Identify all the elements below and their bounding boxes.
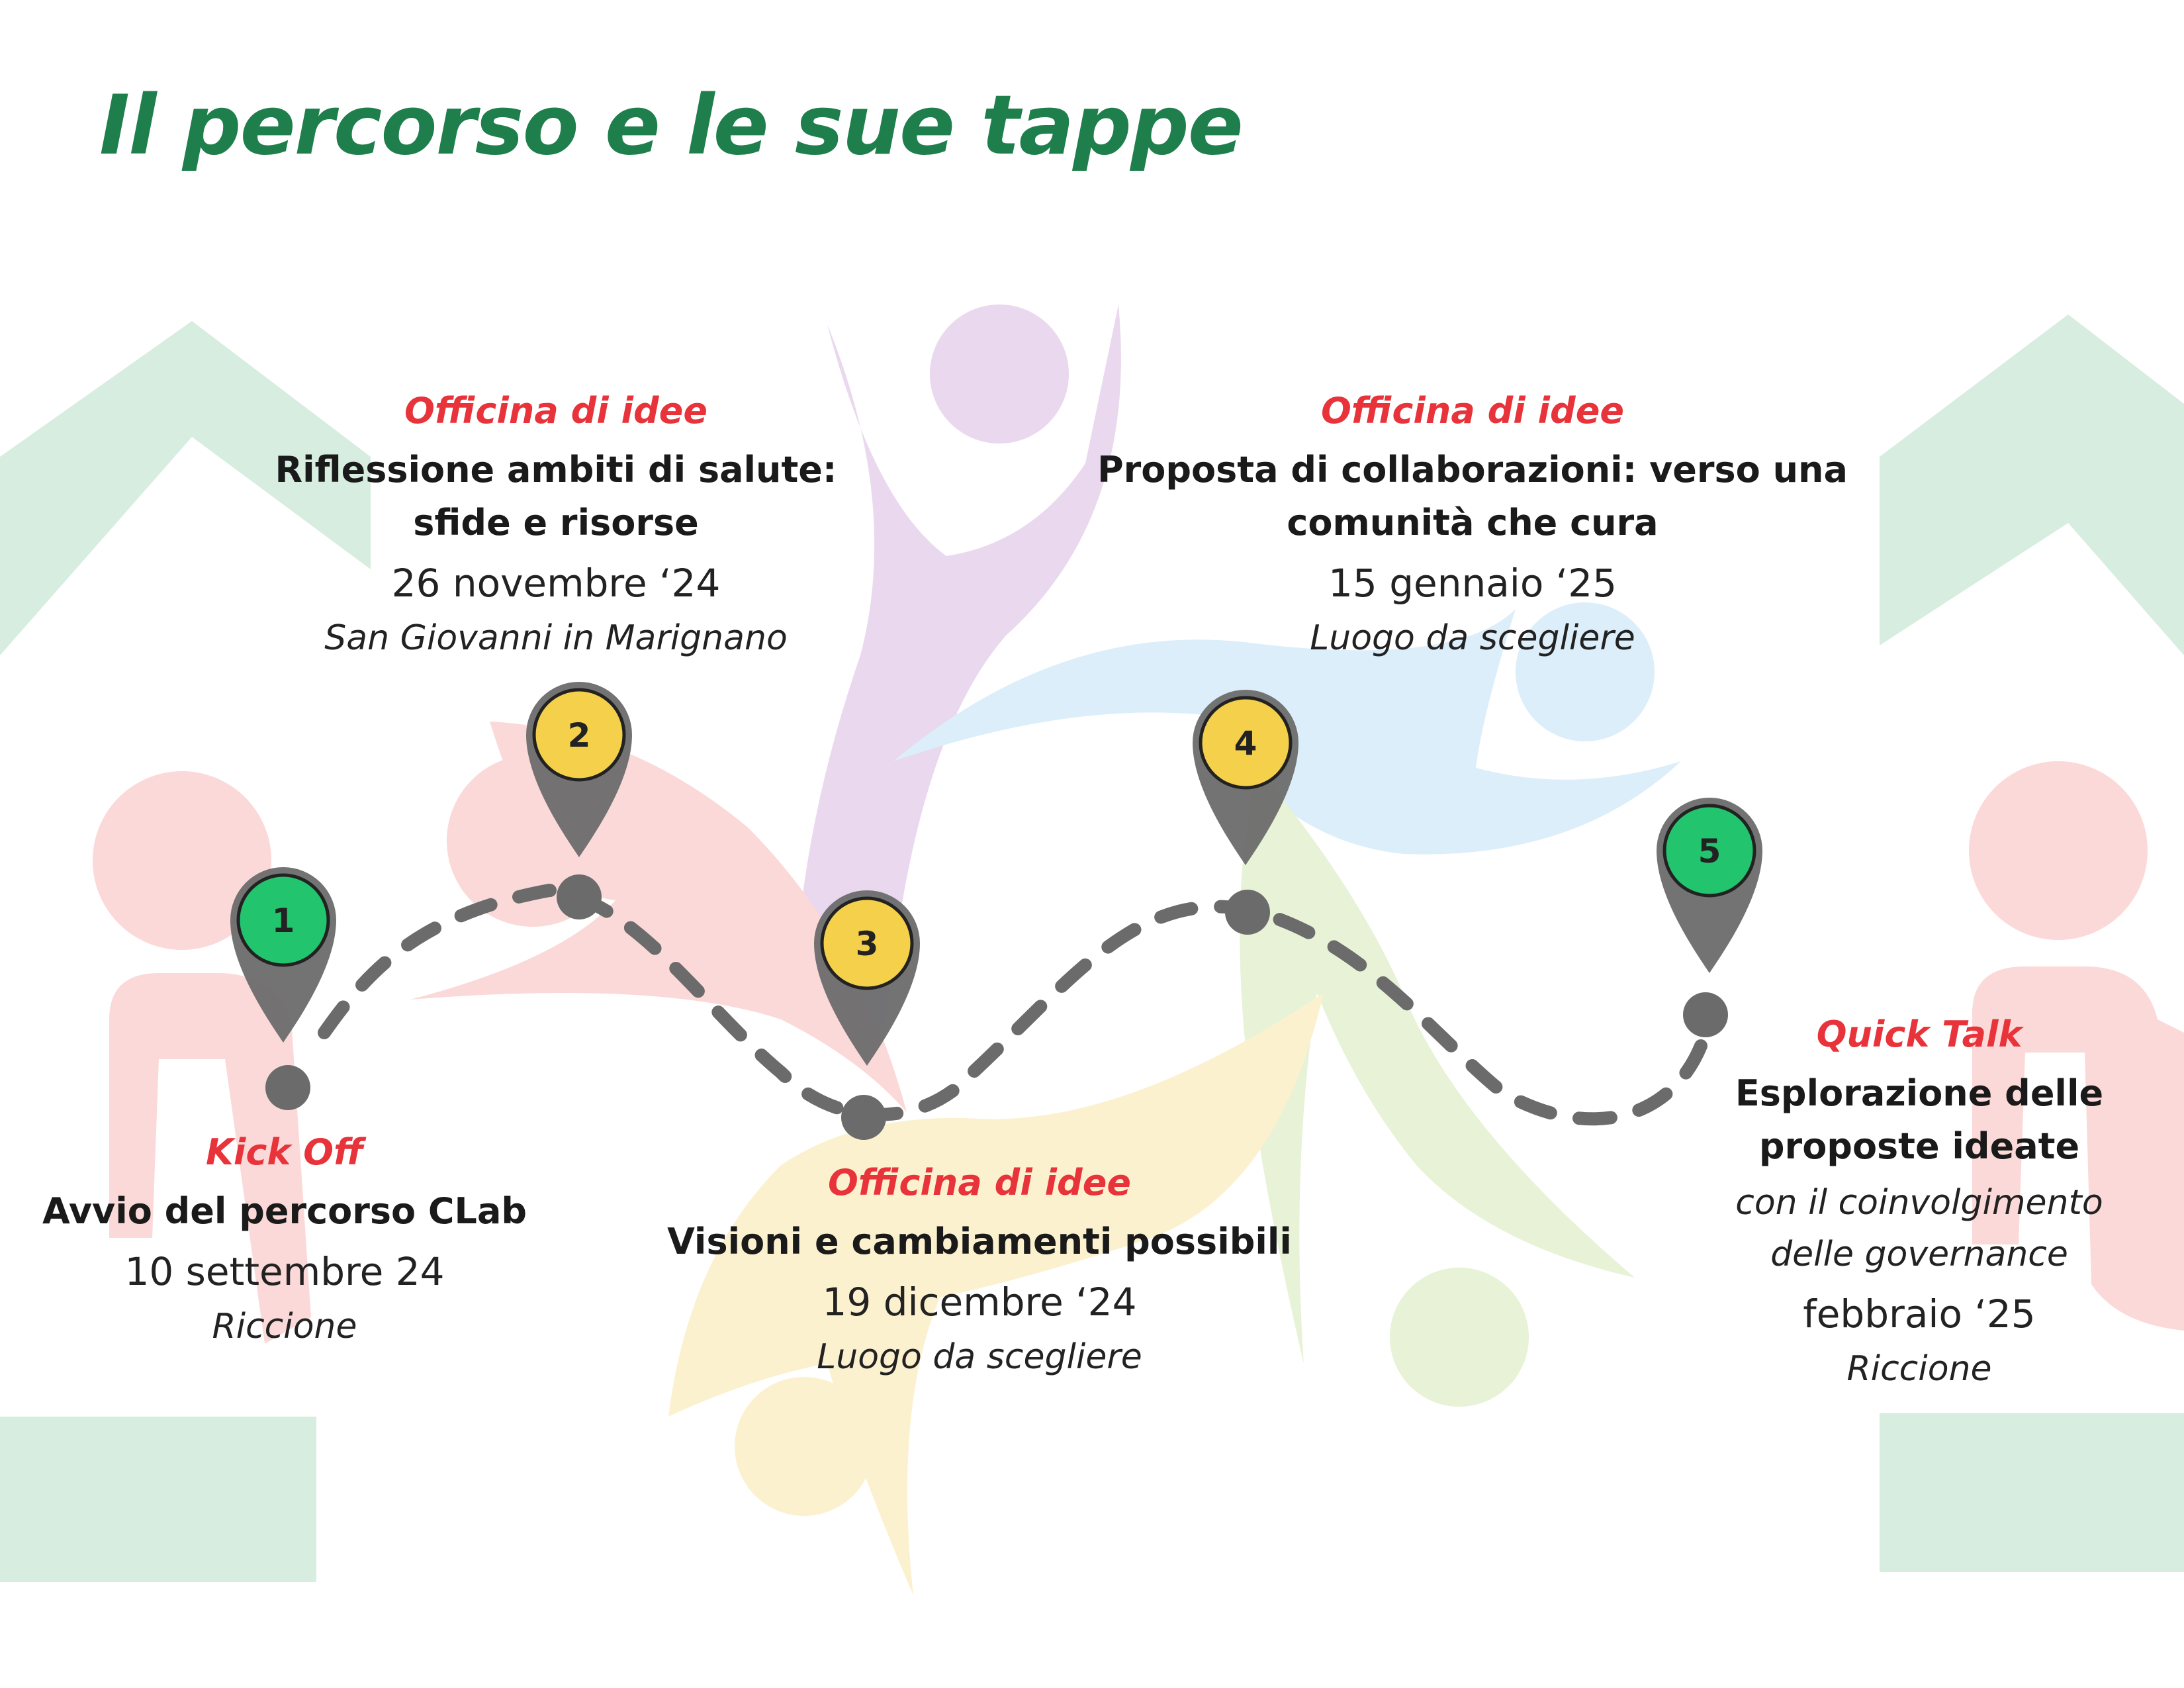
stage-2-info: Officina di idee Riflessione ambiti di s… xyxy=(225,390,887,658)
community-logo xyxy=(410,305,1681,1595)
bottom-right-block xyxy=(1880,1413,2184,1572)
stage-1-marker xyxy=(236,873,330,967)
stage-3-info: Officina di idee Visioni e cambiamenti p… xyxy=(582,1162,1377,1377)
stage-2-date: 26 novembre ‘24 xyxy=(391,561,721,606)
stage-4-info: Officina di idee Proposta di collaborazi… xyxy=(1059,390,1886,658)
stage-1-date: 10 settembre 24 xyxy=(124,1249,445,1294)
stage-4-name: Proposta di collaborazioni: verso una co… xyxy=(1097,449,1848,543)
stage-3-tag: Officina di idee xyxy=(828,1162,1131,1203)
stage-3-anchor-dot xyxy=(841,1095,886,1140)
stage-3-marker xyxy=(820,896,914,990)
stage-3-number: 3 xyxy=(856,925,879,963)
stage-4-number: 4 xyxy=(1234,724,1257,763)
stage-3-place: Luogo da scegliere xyxy=(817,1337,1142,1377)
stage-2-marker xyxy=(532,688,626,782)
stage-1-info: Kick Off Avvio del percorso CLab 10 sett… xyxy=(0,1135,569,1344)
stage-3-pin: 3 xyxy=(814,890,920,1140)
stage-2-pin: 2 xyxy=(526,682,632,919)
stage-1-number: 1 xyxy=(272,902,295,940)
stage-5-note: con il coinvolgimento delle governance xyxy=(1735,1183,2103,1274)
stage-4-tag: Officina di idee xyxy=(1321,390,1624,432)
stage-5-marker xyxy=(1662,804,1756,898)
stage-4-marker xyxy=(1199,696,1293,790)
left-person-shape xyxy=(93,771,311,1344)
left-arrow-shape xyxy=(0,321,371,655)
stage-1-pin: 1 xyxy=(230,867,336,1110)
stage-3-date: 19 dicembre ‘24 xyxy=(822,1280,1137,1325)
stage-2-place: San Giovanni in Marignano xyxy=(324,618,788,658)
stage-2-anchor-dot xyxy=(557,874,602,919)
stage-5-date: febbraio ‘25 xyxy=(1803,1291,2036,1336)
page-title: Il percorso e le sue tappe xyxy=(99,78,1244,173)
bottom-left-block xyxy=(0,1417,316,1582)
stage-5-place: Riccione xyxy=(1846,1349,1992,1389)
stage-5-info: Quick Talk Esplorazione delle proposte i… xyxy=(1668,1013,2171,1389)
stage-4-pin: 4 xyxy=(1193,690,1298,935)
stage-5-number: 5 xyxy=(1698,832,1721,870)
stage-1-anchor-dot xyxy=(265,1065,310,1110)
stage-4-date: 15 gennaio ‘25 xyxy=(1328,561,1617,606)
stage-2-number: 2 xyxy=(568,716,591,755)
stage-1-tag: Kick Off xyxy=(206,1131,363,1173)
stage-2-name: Riflessione ambiti di salute: sfide e ri… xyxy=(275,449,837,543)
stage-4-place: Luogo da scegliere xyxy=(1310,618,1635,658)
stage-1-place: Riccione xyxy=(212,1307,357,1346)
stage-5-pin: 5 xyxy=(1657,798,1762,1037)
stage-5-anchor-dot xyxy=(1683,992,1728,1037)
stage-1-name: Avvio del percorso CLab xyxy=(42,1190,527,1232)
stage-2-tag: Officina di idee xyxy=(404,390,707,432)
right-person-shape xyxy=(1969,761,2184,1331)
stage-5-name: Esplorazione delle proposte ideate xyxy=(1735,1072,2104,1167)
stage-3-name: Visioni e cambiamenti possibili xyxy=(667,1221,1292,1262)
right-arrow-shape xyxy=(1880,314,2184,655)
stage-5-tag: Quick Talk xyxy=(1816,1013,2023,1055)
dashed-route xyxy=(318,883,1707,1126)
stage-4-anchor-dot xyxy=(1225,890,1270,935)
